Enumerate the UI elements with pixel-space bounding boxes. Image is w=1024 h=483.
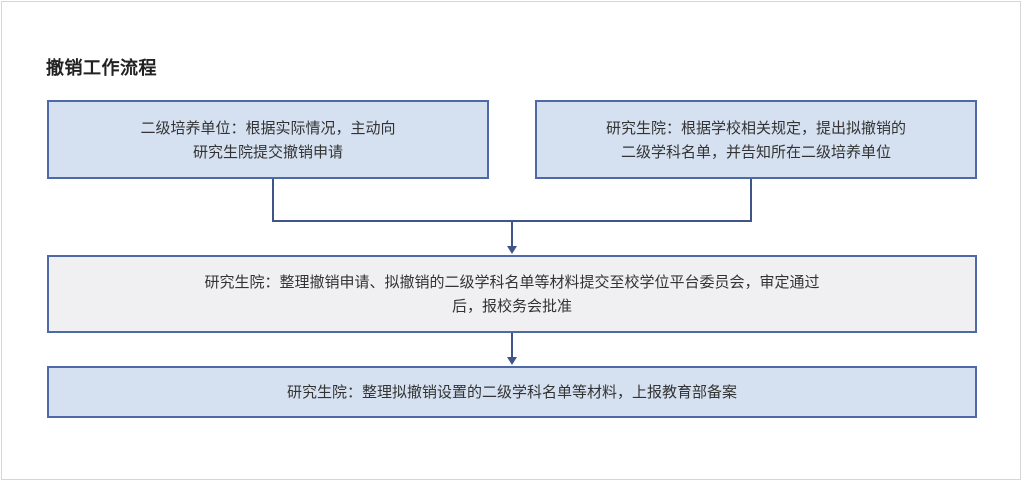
node-unit-apply-line-1: 二级培养单位：根据实际情况，主动向 — [140, 118, 396, 137]
node-grad-submit-line-2: 后，报校务会批准 — [451, 297, 572, 315]
node-grad-report: 研究生院：整理拟撤销设置的二级学科名单等材料，上报教育部备案 — [47, 366, 977, 418]
node-grad-propose-line-2: 二级学科名单，并告知所在二级培养单位 — [620, 142, 891, 161]
node-grad-propose: 研究生院：根据学校相关规定，提出拟撤销的 二级学科名单，并告知所在二级培养单位 — [535, 100, 977, 179]
node-unit-apply: 二级培养单位：根据实际情况，主动向 研究生院提交撤销申请 — [47, 100, 489, 179]
node-grad-propose-line-1: 研究生院：根据学校相关规定，提出拟撤销的 — [605, 118, 906, 137]
node-unit-apply-line-2: 研究生院提交撤销申请 — [192, 142, 343, 161]
node-grad-submit: 研究生院：整理撤销申请、拟撤销的二级学科名单等材料提交至校学位平台委员会，审定通… — [47, 255, 977, 333]
node-grad-report-line-1: 研究生院：整理拟撤销设置的二级学科名单等材料，上报教育部备案 — [286, 383, 737, 401]
node-grad-submit-line-1: 研究生院：整理撤销申请、拟撤销的二级学科名单等材料提交至校学位平台委员会，审定通… — [204, 273, 820, 291]
diagram-title: 撤销工作流程 — [46, 58, 157, 79]
